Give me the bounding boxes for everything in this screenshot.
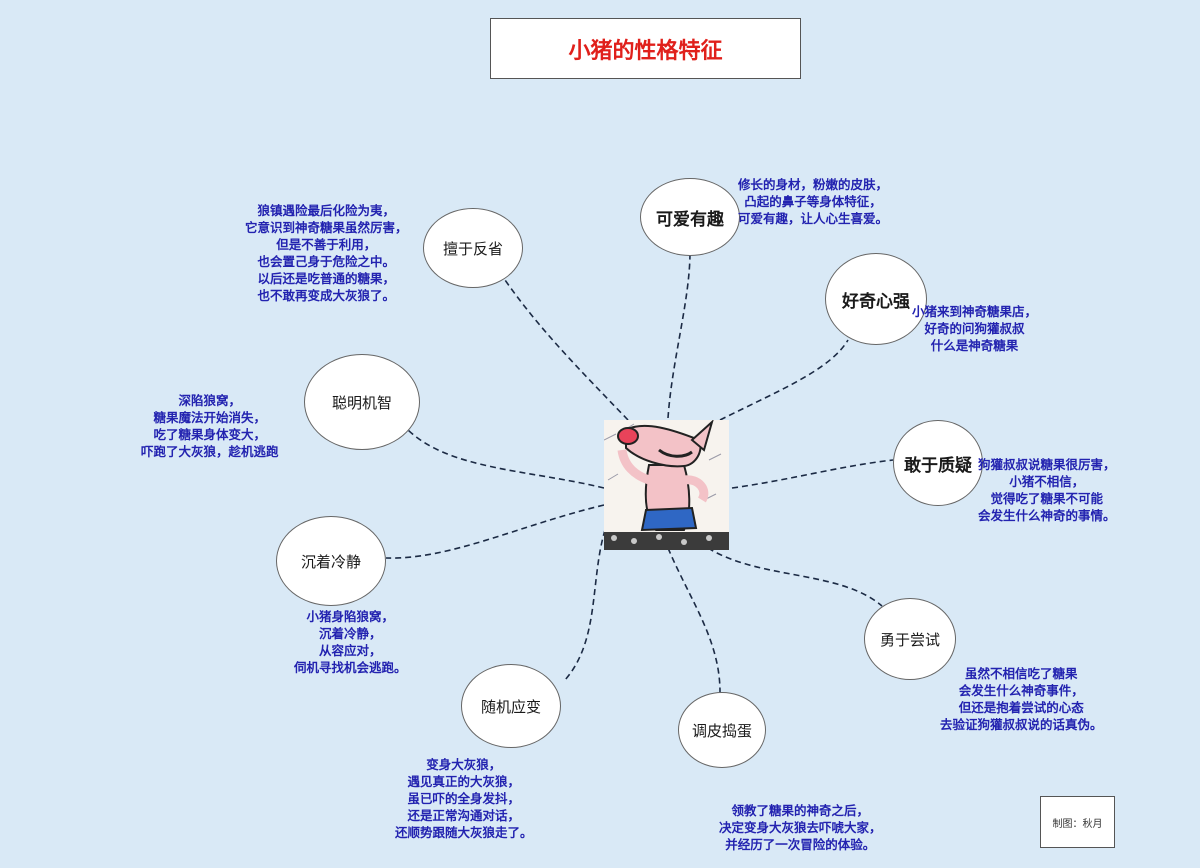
link-敢于质疑 [731, 459, 894, 489]
link-擅于反省 [504, 279, 629, 421]
node-desc: 狼镇遇险最后化险为夷， 它意识到神奇糖果虽然厉害， 但是不善于利用， 也会置己身… [245, 203, 408, 303]
node-勇于尝试: 勇于尝试 [864, 598, 956, 680]
link-可爱有趣 [667, 251, 691, 419]
title-box: 小猪的性格特征 [490, 18, 801, 79]
link-聪明机智 [407, 429, 605, 489]
node-desc: 虽然不相信吃了糖果 会发生什么神奇事件， 但还是抱着尝试的心态 去验证狗獾叔叔说… [940, 666, 1103, 732]
node-label: 好奇心强 [842, 291, 910, 312]
link-沉着冷静 [385, 504, 605, 559]
node-敢于质疑: 敢于质疑 [893, 420, 983, 506]
link-好奇心强 [719, 339, 849, 421]
node-desc: 小猪来到神奇糖果店， 好奇的问狗獾叔叔 什么是神奇糖果 [912, 304, 1038, 353]
node-调皮捣蛋: 调皮捣蛋 [678, 692, 766, 768]
node-擅于反省: 擅于反省 [423, 208, 523, 288]
node-desc: 小猪身陷狼窝， 沉着冷静， 从容应对， 伺机寻找机会逃跑。 [294, 609, 407, 675]
pig-image [604, 420, 729, 550]
node-label: 沉着冷静 [300, 552, 361, 571]
node-好奇心强: 好奇心强 [825, 253, 927, 345]
node-沉着冷静: 沉着冷静 [276, 516, 386, 606]
node-聪明机智: 聪明机智 [304, 354, 420, 450]
node-随机应变: 随机应变 [461, 664, 561, 748]
page-title: 小猪的性格特征 [568, 38, 723, 64]
node-desc: 领教了糖果的神奇之后， 决定变身大灰狼去吓唬大家， 并经历了一次冒险的体验。 [719, 803, 882, 852]
node-label: 勇于尝试 [879, 630, 940, 649]
node-desc: 深陷狼窝， 糖果魔法开始消失， 吃了糖果身体变大， 吓跑了大灰狼，趁机逃跑 [141, 393, 279, 459]
credit-text: 制图：秋月 [1052, 818, 1103, 830]
node-desc: 变身大灰狼， 遇见真正的大灰狼， 虽已吓的全身发抖， 还是正常沟通对话， 还顺势… [395, 757, 533, 840]
node-desc: 狗獾叔叔说糖果很厉害， 小猪不相信， 觉得吃了糖果不可能 会发生什么神奇的事情。 [978, 457, 1116, 523]
link-随机应变 [564, 529, 606, 681]
node-label: 聪明机智 [331, 393, 392, 412]
node-label: 可爱有趣 [656, 209, 724, 230]
node-label: 随机应变 [480, 697, 541, 716]
link-调皮捣蛋 [667, 547, 721, 693]
node-label: 调皮捣蛋 [691, 721, 752, 740]
node-desc: 修长的身材，粉嫩的皮肤， 凸起的鼻子等身体特征， 可爱有趣，让人心生喜爱。 [738, 177, 889, 226]
node-label: 敢于质疑 [904, 455, 972, 476]
credit-box: 制图：秋月 [1040, 796, 1115, 848]
pig-illustration [604, 420, 729, 550]
link-勇于尝试 [707, 547, 883, 607]
node-label: 擅于反省 [442, 239, 503, 258]
node-可爱有趣: 可爱有趣 [640, 178, 740, 256]
